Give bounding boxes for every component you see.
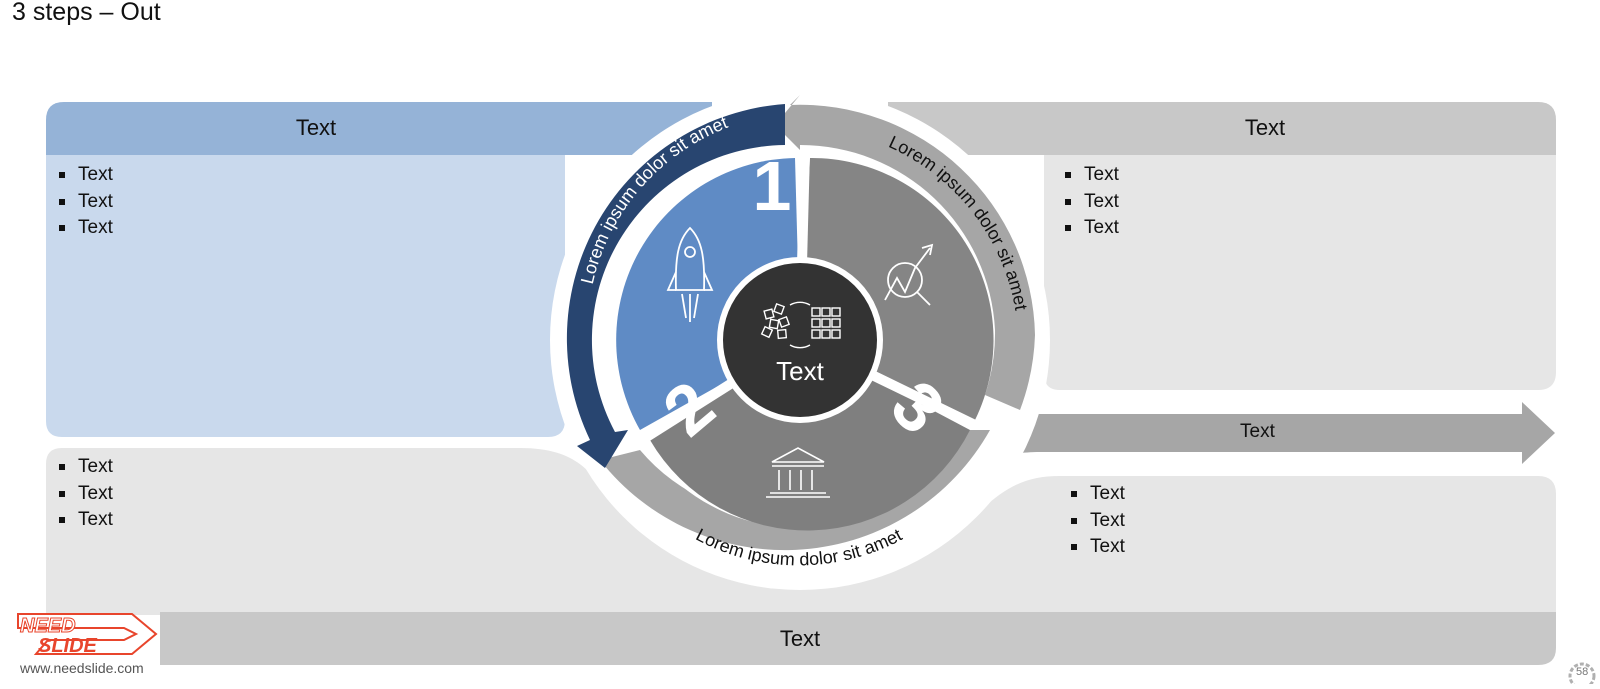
top-right-header: Text <box>1244 115 1286 140</box>
logo-line2: SLIDE <box>38 635 98 656</box>
segment-1-number: 1 <box>753 147 792 225</box>
list-item: Text <box>58 481 113 508</box>
list-item: Text <box>1070 534 1125 561</box>
list-item: Text <box>58 189 113 216</box>
list-item: Text <box>58 162 113 189</box>
right-arrow-band <box>940 402 1555 500</box>
bottom-bar <box>160 612 1556 665</box>
needslide-logo: NEED SLIDE <box>14 612 164 657</box>
top-left-bullets: Text Text Text <box>58 162 113 242</box>
list-item: Text <box>1070 508 1125 535</box>
list-item: Text <box>1070 481 1125 508</box>
top-left-header: Text <box>295 115 337 140</box>
transform-boxes-icon <box>760 301 841 349</box>
bottom-left-bullets: Text Text Text <box>58 454 113 534</box>
top-left-panel-body <box>46 150 565 437</box>
bank-icon <box>766 447 830 498</box>
list-item: Text <box>1064 215 1119 242</box>
rocket-icon <box>666 226 714 322</box>
list-item: Text <box>1064 162 1119 189</box>
list-item: Text <box>1064 189 1119 216</box>
page-number: 58 <box>1576 666 1589 678</box>
top-right-panel-body <box>950 150 1556 390</box>
top-right-panel-header <box>888 102 1556 155</box>
slide-title: 3 steps – Out <box>12 0 161 26</box>
analytics-icon <box>884 243 934 306</box>
left-dark-arrow <box>566 104 785 468</box>
bottom-bar-label: Text <box>779 626 821 651</box>
bottom-grey-arrow <box>600 430 990 551</box>
logo-url[interactable]: www.needslide.com <box>20 660 144 676</box>
list-item: Text <box>58 454 113 481</box>
top-left-panel-header <box>46 102 712 155</box>
logo-line1: NEED <box>20 615 76 637</box>
logo-mark-icon: NEED SLIDE <box>17 613 158 657</box>
list-item: Text <box>58 215 113 242</box>
bottom-right-bullets: Text Text Text <box>1070 481 1125 561</box>
top-right-bullets: Text Text Text <box>1064 162 1119 242</box>
center-circle <box>717 257 883 423</box>
list-item: Text <box>58 507 113 534</box>
page-number-badge: 58 <box>1566 660 1596 689</box>
right-arrow-label: Text <box>1240 421 1275 442</box>
center-label: Text <box>776 356 824 386</box>
top-right-grey-arrow <box>775 95 1035 410</box>
